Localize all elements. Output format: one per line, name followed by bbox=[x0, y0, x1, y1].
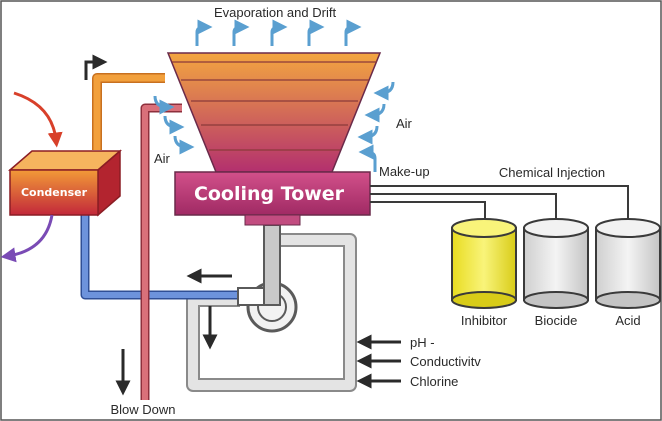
chlorine-label: Chlorine bbox=[410, 374, 458, 389]
ph-label: pH - bbox=[410, 335, 435, 350]
evaporation-label: Evaporation and Drift bbox=[214, 5, 337, 20]
conductivity-label: Conductivitv bbox=[410, 354, 481, 369]
evaporation-arrows bbox=[195, 19, 362, 46]
condenser-label: Condenser bbox=[21, 186, 88, 199]
flow-up-arrow bbox=[84, 54, 108, 80]
heat-out-arrow bbox=[0, 214, 54, 263]
biocide-label: Biocide bbox=[535, 313, 578, 328]
air-right-label: Air bbox=[396, 116, 413, 131]
air-arrows-left bbox=[153, 95, 195, 155]
chemical-injection-label: Chemical Injection bbox=[499, 165, 605, 180]
inhibitor-tank: Inhibitor bbox=[451, 218, 517, 328]
air-left-label: Air bbox=[154, 151, 171, 166]
hot-water-pipe bbox=[92, 73, 165, 150]
inhibitor-label: Inhibitor bbox=[461, 313, 508, 328]
makeup-label: Make-up bbox=[379, 164, 430, 179]
condenser: Condenser bbox=[7, 149, 123, 217]
heat-in-arrow bbox=[13, 91, 63, 148]
blow-down-label: Blow Down bbox=[110, 402, 175, 417]
cold-water-pipe bbox=[80, 215, 277, 300]
cooling-tower: Cooling Tower bbox=[166, 52, 382, 226]
biocide-tank: Biocide bbox=[523, 218, 589, 328]
makeup-arrow bbox=[358, 144, 377, 172]
acid-label: Acid bbox=[615, 313, 640, 328]
cooling-tower-label: Cooling Tower bbox=[194, 183, 345, 205]
air-arrows-right bbox=[357, 81, 395, 145]
acid-tank: Acid bbox=[595, 218, 661, 328]
